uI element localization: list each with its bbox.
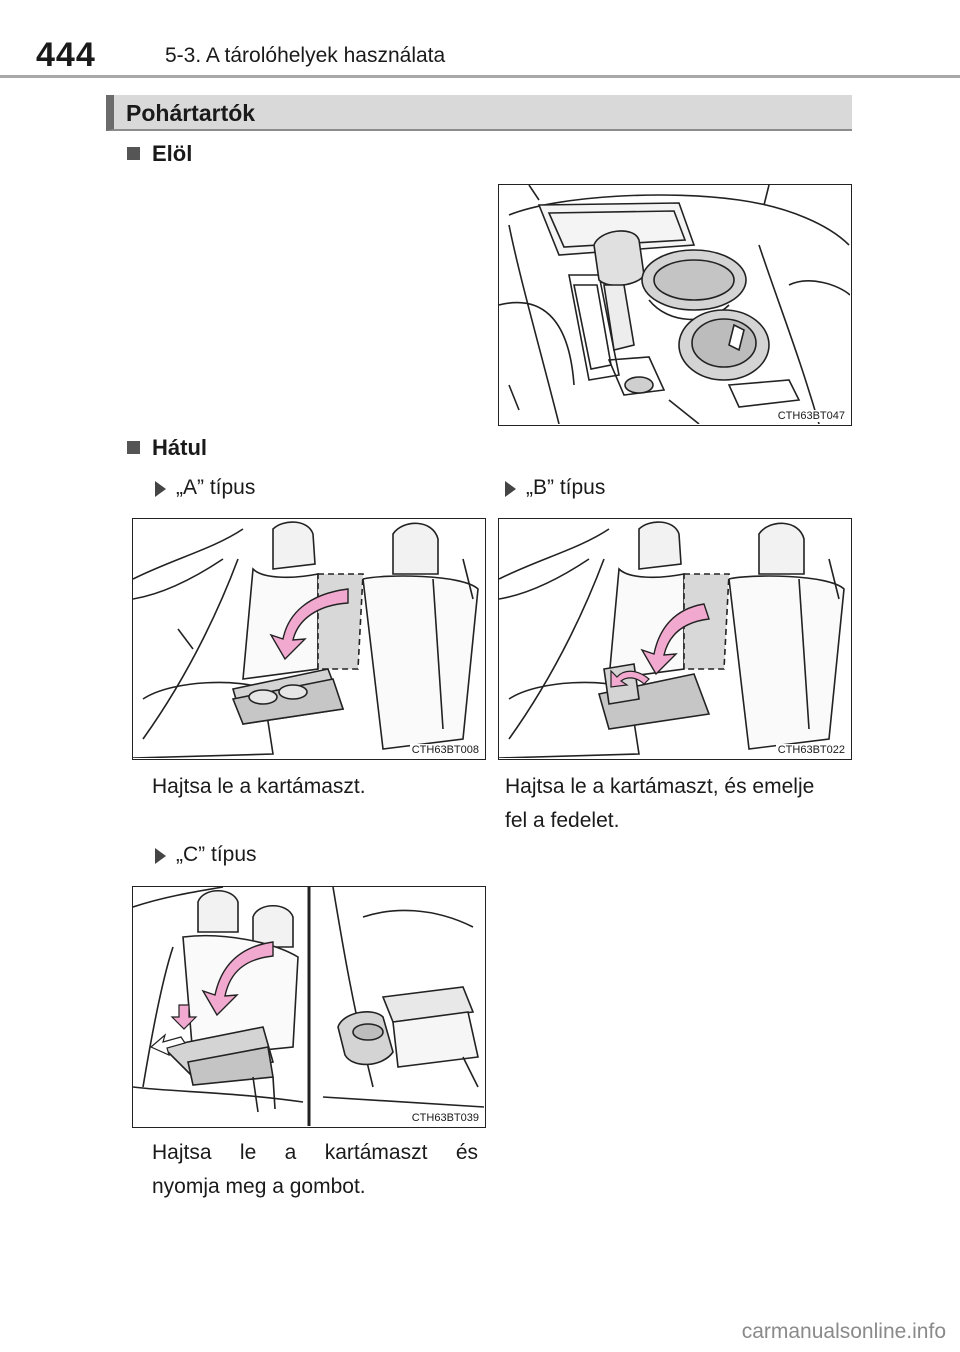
triangle-right-icon — [155, 848, 166, 864]
type-a-seat-illustration — [133, 521, 479, 758]
square-bullet-icon — [127, 147, 140, 160]
fold-down-arrow-icon — [201, 941, 274, 1017]
square-bullet-icon — [127, 441, 140, 454]
pull-arrow-icon — [149, 1033, 186, 1057]
type-c-seat-illustration — [133, 887, 484, 1126]
page-number: 444 — [36, 36, 96, 74]
type-b-seat-illustration — [499, 521, 845, 758]
type-b-figure: CTH63BT022 — [498, 518, 852, 760]
rear-title: Hátul — [152, 435, 207, 460]
fold-down-arrow-icon — [640, 603, 710, 676]
front-figure-code: CTH63BT047 — [775, 410, 847, 422]
type-a-caption: Hajtsa le a kartámaszt. — [152, 775, 366, 798]
header-divider — [0, 75, 960, 78]
section-title: Pohártartók — [126, 100, 256, 126]
watermark: carmanualsonline.info — [741, 1320, 946, 1343]
type-c-caption-line1: Hajtsa le a kartámaszt és — [152, 1141, 478, 1164]
triangle-right-icon — [155, 481, 166, 497]
section-bar — [106, 95, 852, 131]
front-title: Elöl — [152, 141, 193, 166]
type-a-label: „A” típus — [176, 476, 256, 499]
front-console-illustration — [499, 185, 850, 424]
type-b-caption-line1: Hajtsa le a kartámaszt, és emelje — [505, 775, 815, 798]
type-c-label: „C” típus — [176, 843, 257, 866]
type-a-figure-code: CTH63BT008 — [409, 744, 481, 756]
type-c-figure: CTH63BT039 — [132, 886, 486, 1128]
type-c-figure-code: CTH63BT039 — [409, 1112, 481, 1124]
chapter-title: 5-3. A tárolóhelyek használata — [165, 44, 446, 67]
fold-down-arrow-icon — [269, 588, 349, 661]
type-b-label: „B” típus — [526, 476, 606, 499]
triangle-right-icon — [505, 481, 516, 497]
press-button-arrow-icon — [170, 1004, 198, 1030]
type-b-figure-code: CTH63BT022 — [775, 744, 847, 756]
type-a-figure: CTH63BT008 — [132, 518, 486, 760]
type-c-caption-line2: nyomja meg a gombot. — [152, 1175, 366, 1198]
lift-lid-arrow-icon — [610, 669, 650, 688]
type-b-caption-line2: fel a fedelet. — [505, 809, 620, 832]
front-cupholder-figure: CTH63BT047 — [498, 184, 852, 426]
